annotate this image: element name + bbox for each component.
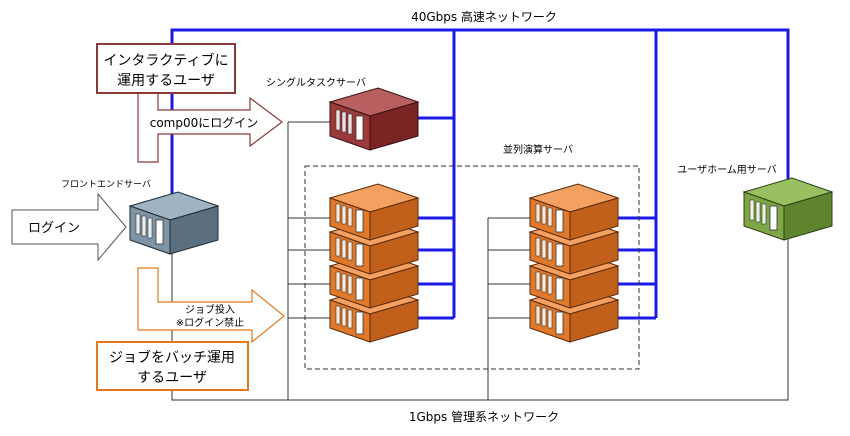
interactive-user-label-line1: インタラクティブに	[103, 52, 228, 69]
job-submit-arrow-label: ジョブ投入	[185, 303, 235, 316]
parallel-server-icon	[528, 183, 620, 241]
parallel-server-icon	[328, 217, 420, 275]
batch-user-box	[96, 341, 249, 391]
parallel-server-label: 並列演算サーバ	[503, 143, 573, 156]
management-network-lines	[171, 121, 789, 401]
frontend-server-icon	[128, 191, 220, 255]
single-task-server-icon	[328, 87, 420, 151]
batch-user-label-line2: するユーザ	[137, 370, 207, 386]
login-arrow-label: ログイン	[28, 221, 80, 236]
comp-login-arrow-label: comp00にログイン	[150, 116, 259, 130]
parallel-server-group-frame	[304, 165, 640, 370]
interactive-user-label-line2: 運用するユーザ	[117, 73, 215, 89]
no-login-arrow-label: ※ログイン禁止	[176, 316, 244, 329]
login-arrow	[11, 192, 127, 262]
frontend-server-label: フロントエンドサーバ	[61, 179, 151, 190]
parallel-server-stack-right	[528, 183, 620, 343]
batch-user-label-line1: ジョブをバッチ運用	[109, 349, 235, 366]
high-speed-network-label: 40Gbps 高速ネットワーク	[411, 9, 557, 24]
single-task-server-label: シングルタスクサーバ	[266, 76, 366, 89]
user-home-server-label: ユーザホーム用サーバ	[677, 164, 776, 176]
comp-login-arrow	[137, 91, 283, 163]
user-home-server-icon	[742, 177, 834, 241]
parallel-server-icon	[328, 183, 420, 241]
management-network-label: 1Gbps 管理系ネットワーク	[409, 409, 559, 424]
job-submit-arrow	[137, 267, 285, 344]
interactive-user-box	[96, 43, 236, 94]
parallel-server-stack-left	[328, 183, 420, 343]
